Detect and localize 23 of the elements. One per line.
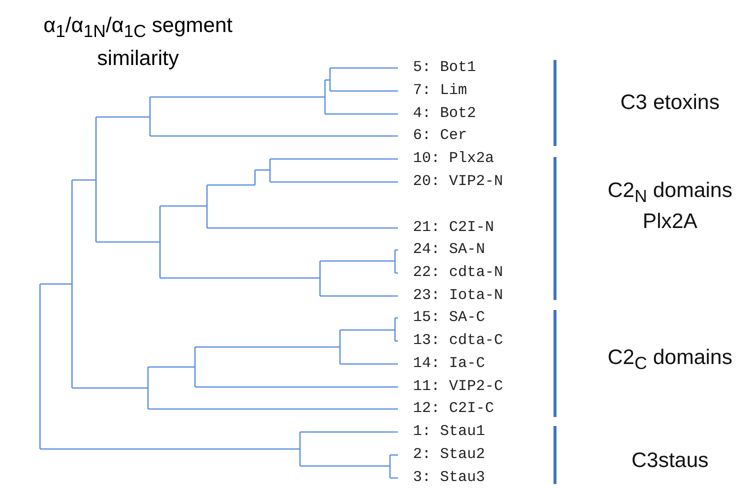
- leaf-label: 7: Lim: [413, 82, 468, 100]
- leaf-label: 4: Bot2: [413, 105, 476, 123]
- group-label: C3staus: [630, 448, 710, 474]
- leaf-label: 12: C2I-C: [413, 400, 494, 418]
- leaf-label: 24: SA-N: [413, 241, 486, 259]
- leaf-label: 11: VIP2-C: [413, 378, 504, 396]
- leaf-label: 23: Iota-N: [413, 287, 504, 305]
- group-label: C3 etoxins: [619, 90, 721, 116]
- leaf-label: 3: Stau3: [413, 469, 486, 487]
- leaf-label: 5: Bot1: [413, 59, 476, 77]
- leaf-label: 1: Stau1: [413, 423, 486, 441]
- leaf-label: 10: Plx2a: [413, 150, 494, 168]
- leaf-label: 22: cdta-N: [413, 264, 504, 282]
- leaf-label: 21: C2I-N: [413, 219, 494, 237]
- leaf-label: 6: Cer: [413, 127, 468, 145]
- leaf-label: 20: VIP2-N: [413, 173, 504, 191]
- leaf-label: 13: cdta-C: [413, 332, 504, 350]
- leaf-label: 15: SA-C: [413, 309, 486, 327]
- group-label: C2$_{N}$ domains Plx2A: [606, 178, 734, 236]
- title: α$_{1}$/α$_{1N}$/α$_{1C}$ segment similarity: [42, 13, 234, 72]
- leaf-label: 14: Ia-C: [413, 355, 486, 373]
- leaf-label: 2: Stau2: [413, 446, 486, 464]
- group-label: C2$_{C}$ domains: [606, 345, 734, 376]
